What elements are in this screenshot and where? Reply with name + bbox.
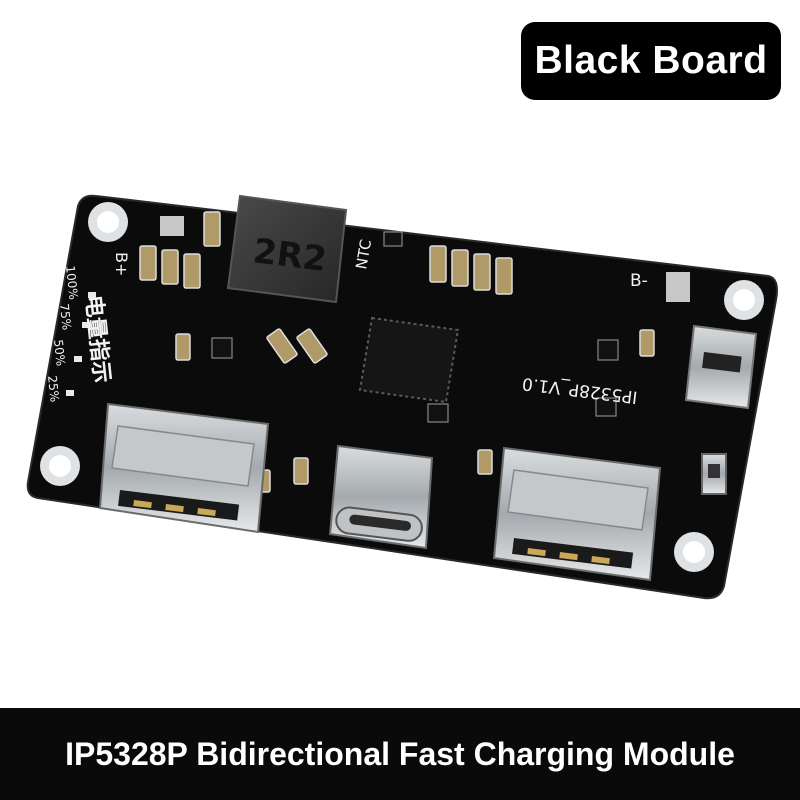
battery-pads <box>160 216 690 302</box>
level-100-label: 100% <box>63 265 81 301</box>
inductor: 2R2 <box>226 194 348 304</box>
b-minus-label: B- <box>630 271 648 291</box>
caption-banner: IP5328P Bidirectional Fast Charging Modu… <box>0 708 800 800</box>
variant-badge: Black Board <box>521 22 781 100</box>
ip5328p-chip <box>358 316 460 404</box>
inductor-marking: 2R2 <box>251 231 329 280</box>
usb-a-port-right <box>492 446 662 582</box>
mounting-holes <box>40 202 764 572</box>
caption-title: IP5328P Bidirectional Fast Charging Modu… <box>65 735 735 772</box>
micro-usb-port <box>684 324 758 410</box>
ntc-label: NTC <box>352 238 375 271</box>
b-plus-label: B+ <box>112 252 131 276</box>
indicator-leds <box>66 292 96 396</box>
level-50-label: 50% <box>51 339 68 367</box>
smd-capacitors <box>139 211 655 493</box>
usb-c-port <box>328 444 434 550</box>
variant-badge-label: Black Board <box>534 39 768 82</box>
pcb-board-illustration: 2R2 <box>26 194 778 600</box>
level-75-label: 75% <box>57 303 74 331</box>
usb-a-port-left <box>98 402 270 534</box>
power-switch <box>701 453 727 495</box>
product-photo: 2R2 <box>26 194 778 600</box>
level-25-label: 25% <box>45 375 62 403</box>
smd-transistors <box>211 231 619 423</box>
